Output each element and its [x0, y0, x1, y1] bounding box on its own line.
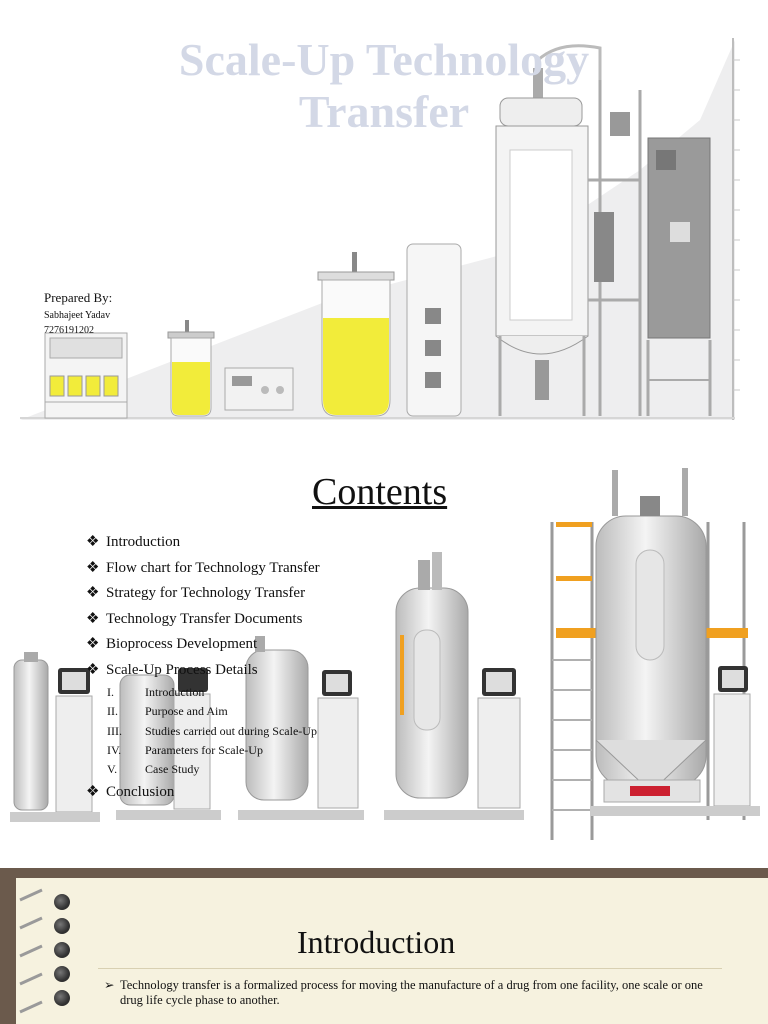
list-item: ❖Flow chart for Technology Transfer [86, 559, 320, 576]
introduction-bullet: ➢ Technology transfer is a formalized pr… [104, 978, 703, 1007]
contents-list: ❖Introduction ❖Flow chart for Technology… [86, 532, 320, 685]
title-line-1: Scale-Up Technology [178, 34, 590, 85]
list-item: ❖Bioprocess Development [86, 636, 258, 652]
presentation-title: Scale-Up Technology Transfer [0, 34, 768, 138]
bioreactor-lineup-illustration [10, 468, 760, 840]
diamond-bullet-icon: ❖ [86, 610, 100, 627]
binder-ring-icon [54, 918, 70, 934]
sub-list-item: II.Purpose and Aim [107, 704, 228, 719]
list-item: ❖Strategy for Technology Transfer [86, 585, 306, 601]
slide-contents: Contents ❖Introduction ❖Flow chart for T… [0, 440, 768, 840]
heading-divider [98, 968, 722, 969]
contents-heading: Contents [312, 471, 448, 513]
author-name: Sabhajeet Yadav [44, 310, 111, 321]
prepared-by-label: Prepared By: [44, 290, 113, 305]
sub-list-item: IV.Parameters for Scale-Up [107, 742, 263, 757]
title-line-2: Transfer [298, 86, 470, 137]
slide-introduction: Introduction ➢ Technology transfer is a … [0, 868, 768, 1024]
list-item: ❖Technology Transfer Documents [86, 610, 303, 627]
list-item: ❖Scale-Up Process Details [86, 661, 258, 678]
notebook-spiral-binding [19, 888, 43, 1014]
author-phone: 7276191202 [44, 325, 94, 336]
binder-ring-icon [54, 894, 70, 910]
notebook-paper [16, 878, 768, 1024]
prepared-by-block: Prepared By: Sabhajeet Yadav 7276191202 [44, 290, 112, 340]
binder-ring-icon [54, 990, 70, 1006]
slide-title: Scale-Up Technology Transfer Prepared By… [0, 0, 768, 430]
diamond-bullet-icon: ❖ [86, 784, 100, 800]
binder-ring-icon [54, 942, 70, 958]
list-item: ❖Introduction [86, 534, 181, 550]
binder-ring-icon [54, 966, 70, 982]
sub-list-item: V.Case Study [107, 762, 200, 777]
conclusion-item: ❖Conclusion [86, 784, 175, 800]
diamond-bullet-icon: ❖ [86, 559, 100, 576]
sub-list-item: I.Introduction [107, 685, 205, 699]
diamond-bullet-icon: ❖ [86, 636, 100, 652]
introduction-heading: Introduction [297, 924, 456, 960]
diamond-bullet-icon: ❖ [86, 534, 100, 550]
diamond-bullet-icon: ❖ [86, 661, 100, 678]
scale-up-equipment-illustration [20, 38, 740, 420]
sub-list-item: III.Studies carried out during Scale-Up [107, 723, 317, 738]
arrow-bullet-icon: ➢ [104, 978, 115, 992]
diamond-bullet-icon: ❖ [86, 585, 100, 601]
scale-up-sublist: I.Introduction II.Purpose and Aim III.St… [107, 684, 317, 780]
